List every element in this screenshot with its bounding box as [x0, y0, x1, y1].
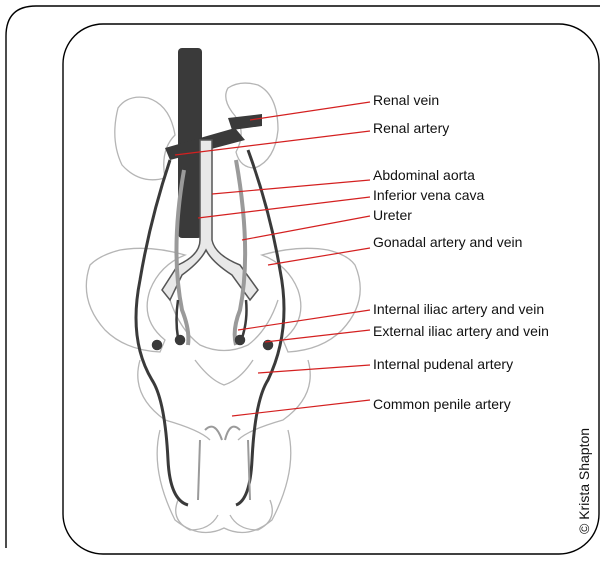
label-renal-artery: Renal artery	[373, 120, 449, 136]
inner-frame	[63, 24, 599, 554]
label-renal-vein: Renal vein	[373, 92, 439, 108]
label-internal-pudenal: Internal pudenal artery	[373, 356, 513, 372]
label-abdominal-aorta: Abdominal aorta	[373, 167, 475, 183]
label-gonadal-artery-vein: Gonadal artery and vein	[373, 234, 522, 250]
penile-vessels	[198, 427, 250, 500]
leader-ureter	[242, 216, 370, 240]
label-common-penile: Common penile artery	[373, 396, 511, 412]
leader-renal-vein	[250, 102, 370, 120]
iliac-vessels	[153, 300, 272, 349]
copyright-credit: © Krista Shapton	[576, 428, 592, 534]
label-inferior-vena-cava: Inferior vena cava	[373, 187, 484, 203]
label-internal-iliac: Internal iliac artery and vein	[373, 301, 544, 317]
outer-frame	[6, 6, 600, 548]
leader-inferior-vena-cava	[198, 197, 370, 218]
leader-abdominal-aorta	[212, 180, 370, 194]
pelvis-outline	[86, 248, 360, 532]
label-ureter: Ureter	[373, 207, 412, 223]
label-external-iliac: External iliac artery and vein	[373, 323, 549, 339]
